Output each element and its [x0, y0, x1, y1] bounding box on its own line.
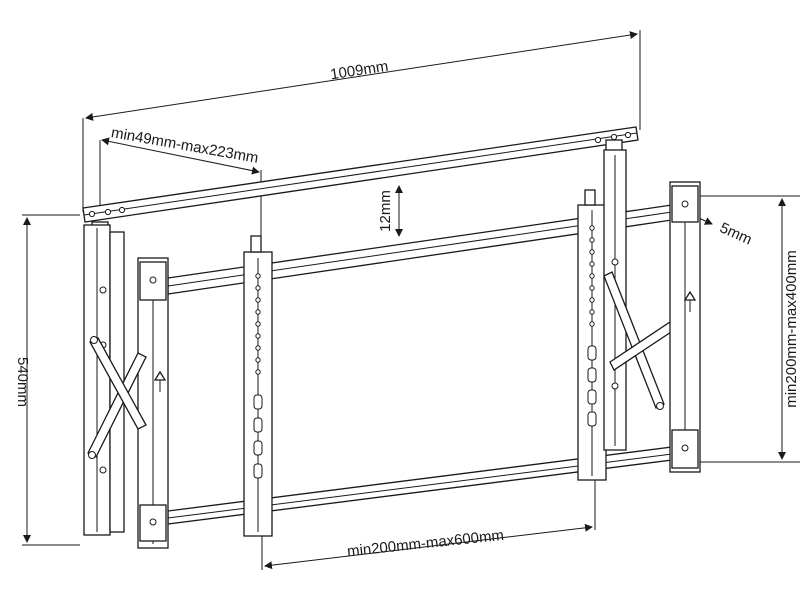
overall-height-label: 540mm — [14, 357, 31, 407]
right-scissor-arms — [603, 271, 675, 410]
left-front-upright — [137, 257, 169, 549]
left-adjust-strip — [243, 235, 273, 537]
left-scissor-arms — [87, 336, 147, 459]
depth-adjust-label: 5mm — [717, 219, 754, 248]
right-adjust-strip — [577, 189, 607, 481]
overall-width-label: 1009mm — [329, 58, 389, 84]
horizontal-adjust-label: min49mm-max223mm — [110, 124, 260, 167]
horizontal-spacing-label: min200mm-max600mm — [346, 527, 504, 560]
left-strip-holes — [253, 273, 263, 479]
right-strip-holes — [587, 225, 597, 427]
right-front-upright — [669, 181, 701, 473]
vertical-spacing-label: min200mm-max400mm — [783, 250, 800, 408]
vertical-offset-label: 12mm — [377, 190, 394, 232]
